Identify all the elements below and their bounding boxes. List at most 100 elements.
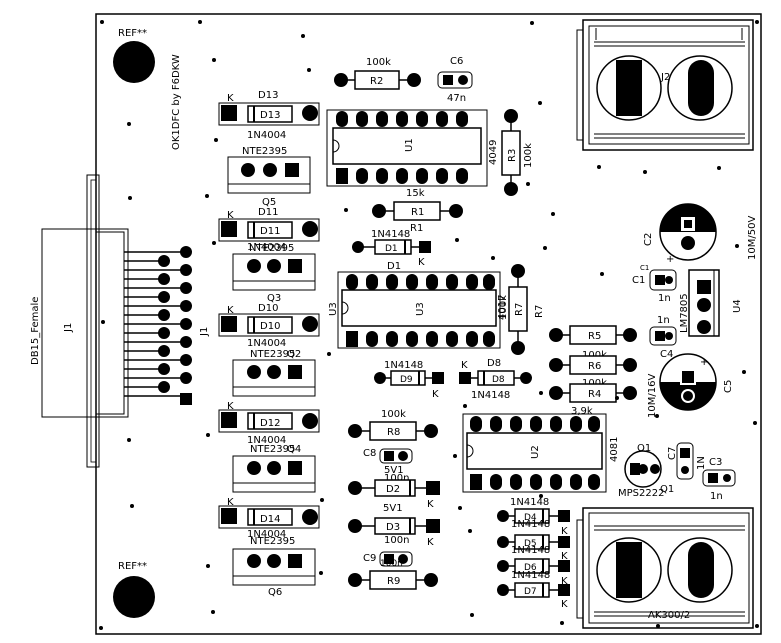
credit-text: OK1DFC by F6DKW xyxy=(171,54,182,150)
resistor-r1: 15k R1 R1 xyxy=(372,188,463,234)
svg-text:NTE2395: NTE2395 xyxy=(249,243,294,254)
svg-text:K: K xyxy=(227,93,234,104)
svg-text:R2: R2 xyxy=(370,76,383,87)
diode-d7: D7 K xyxy=(497,582,570,610)
svg-text:100n: 100n xyxy=(380,559,403,569)
diode-d4: 1N4148 D4 1N4148 K xyxy=(497,497,570,537)
svg-text:R8: R8 xyxy=(387,427,400,438)
transistor-q6: Q6 xyxy=(232,548,316,598)
j1-inner-label: J1 xyxy=(63,323,74,333)
svg-text:1N4148: 1N4148 xyxy=(511,545,550,556)
svg-text:1N4004: 1N4004 xyxy=(247,338,286,349)
ic-u1: U1 4049 xyxy=(326,109,499,187)
svg-text:1N4148: 1N4148 xyxy=(511,519,550,530)
terminal-ak300: AK300/2 xyxy=(576,507,754,629)
resistor-r3: R3 100k xyxy=(501,109,534,196)
svg-text:100k: 100k xyxy=(366,57,391,68)
svg-text:C2: C2 xyxy=(643,233,654,246)
svg-text:1n: 1n xyxy=(657,315,670,326)
svg-text:K: K xyxy=(427,537,434,548)
svg-text:D12: D12 xyxy=(260,418,280,429)
mount-hole-top: REF** xyxy=(113,28,155,83)
svg-text:D3: D3 xyxy=(386,522,400,533)
svg-text:Q4: Q4 xyxy=(287,444,301,455)
capacitor-c7: C7 1N xyxy=(667,442,707,480)
svg-text:C4: C4 xyxy=(660,349,673,360)
resistor-r8: 100k R8 xyxy=(348,409,438,441)
zener-d2: 5V1 D2 K xyxy=(348,465,440,510)
svg-text:D1: D1 xyxy=(387,261,401,272)
svg-text:+: + xyxy=(700,357,708,368)
svg-text:D10: D10 xyxy=(260,321,280,332)
svg-text:100n: 100n xyxy=(384,535,409,546)
svg-text:3,9k: 3,9k xyxy=(571,406,593,417)
svg-text:C7: C7 xyxy=(667,447,678,460)
svg-text:K: K xyxy=(561,526,568,537)
svg-text:K: K xyxy=(427,499,434,510)
svg-text:100k: 100k xyxy=(523,143,534,168)
transistor-q3: Q3 xyxy=(232,253,316,304)
svg-text:D8: D8 xyxy=(492,375,505,385)
diode-d10: K D10 D10 1N4004 NTE2395 Q2 xyxy=(218,303,320,360)
capacitor-c2: C2 + 10M/50V xyxy=(643,203,758,265)
capacitor-c5: + C5 10M/16V xyxy=(647,353,734,418)
svg-text:1N4004: 1N4004 xyxy=(247,529,286,540)
ic-u3: U3 U3 4017 xyxy=(328,271,508,349)
svg-text:K: K xyxy=(461,360,468,371)
svg-text:100k: 100k xyxy=(498,295,509,320)
svg-text:5V1: 5V1 xyxy=(383,503,403,514)
diode-d11: K D11 D11 1N4004 NTE2395 xyxy=(218,207,320,254)
svg-text:1N4148: 1N4148 xyxy=(471,390,510,401)
svg-text:D8: D8 xyxy=(487,358,501,369)
svg-text:U3: U3 xyxy=(415,302,426,316)
svg-text:+: + xyxy=(666,254,674,265)
svg-text:REF**: REF** xyxy=(118,561,147,572)
svg-text:1n: 1n xyxy=(658,293,671,304)
diode-d9: 1N4148 D9 K xyxy=(374,360,444,400)
svg-text:D11: D11 xyxy=(260,226,280,237)
svg-text:10M/50V: 10M/50V xyxy=(747,216,758,260)
svg-text:D13: D13 xyxy=(260,110,280,121)
svg-text:D14: D14 xyxy=(260,514,280,525)
svg-text:R7: R7 xyxy=(514,303,525,316)
svg-text:1N4148: 1N4148 xyxy=(511,570,550,581)
svg-text:47n: 47n xyxy=(447,93,466,104)
diode-d6: D6 1N4148 K xyxy=(497,558,570,587)
svg-text:1N4004: 1N4004 xyxy=(247,130,286,141)
mount-hole-bottom: REF** xyxy=(113,561,155,618)
svg-text:K: K xyxy=(227,401,234,412)
svg-text:K: K xyxy=(561,576,568,587)
resistor-r7: R7 R7 100k xyxy=(498,264,545,355)
svg-text:D9: D9 xyxy=(400,375,413,385)
capacitor-c6: C6 47n xyxy=(437,56,473,104)
svg-text:Q2: Q2 xyxy=(287,349,301,360)
svg-text:R7: R7 xyxy=(534,305,545,318)
svg-text:J2: J2 xyxy=(660,72,670,83)
svg-text:100k: 100k xyxy=(381,409,406,420)
svg-text:K: K xyxy=(227,497,234,508)
capacitor-c8: C8 100n xyxy=(363,448,413,484)
svg-text:1N4004: 1N4004 xyxy=(247,242,286,253)
svg-text:R5: R5 xyxy=(588,331,601,342)
svg-text:D10: D10 xyxy=(258,303,278,314)
svg-text:Q6: Q6 xyxy=(268,587,282,598)
vias xyxy=(99,20,759,630)
svg-text:Q5: Q5 xyxy=(262,197,276,208)
svg-text:C1: C1 xyxy=(640,264,649,272)
diode-d14: K D14 1N4004 NTE2395 xyxy=(218,497,320,547)
j1-outer-label: J1 xyxy=(199,327,210,337)
transistor-q1: Q1 MPS2222 Q1 xyxy=(618,443,674,499)
svg-text:4017: 4017 xyxy=(497,295,508,320)
terminal-j2: J2 xyxy=(576,19,754,151)
svg-text:R1: R1 xyxy=(411,207,424,218)
svg-text:R4: R4 xyxy=(588,389,601,400)
db15-connector: J1 DB15_Female J1 xyxy=(30,174,210,468)
resistor-r4: R4 3,9k xyxy=(549,383,637,417)
svg-text:NTE2395: NTE2395 xyxy=(250,349,295,360)
svg-text:1N4148: 1N4148 xyxy=(510,497,549,508)
svg-text:K: K xyxy=(561,551,568,562)
svg-text:D4: D4 xyxy=(524,513,537,523)
svg-text:1n: 1n xyxy=(710,491,723,502)
svg-text:D6: D6 xyxy=(524,563,537,573)
j1-value-label: DB15_Female xyxy=(30,297,41,365)
